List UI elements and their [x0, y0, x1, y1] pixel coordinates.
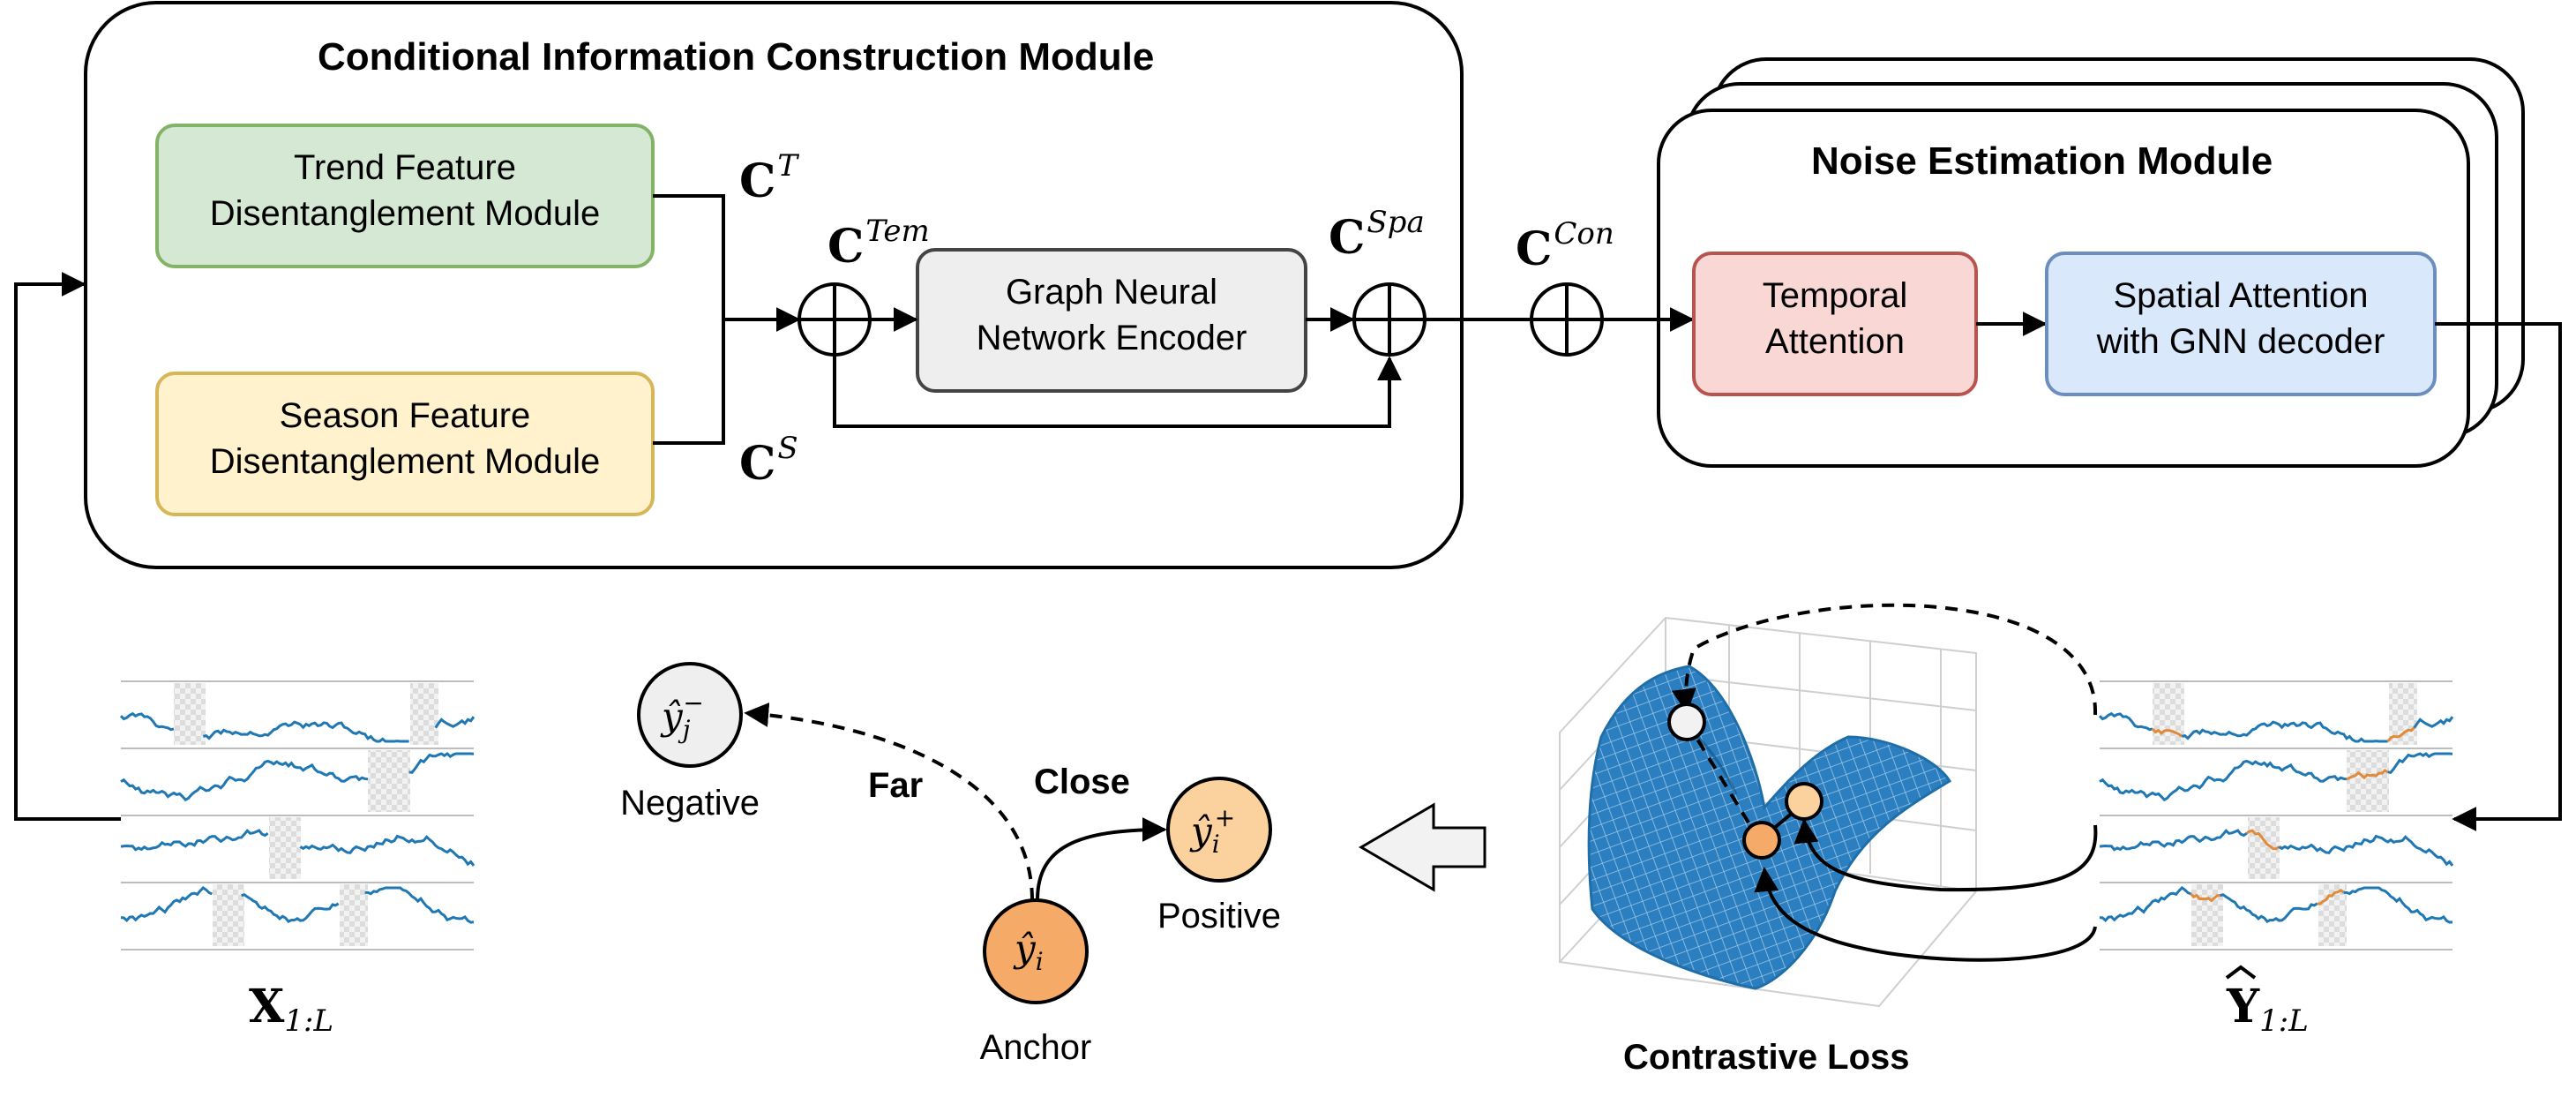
trend-line-2: Disentanglement Module [209, 194, 601, 233]
imputed-series-line [2151, 727, 2183, 738]
missing-segment [269, 817, 301, 879]
observed-series-line [2099, 829, 2248, 852]
sum-node-1 [798, 282, 872, 357]
season-line-2: Disentanglement Module [209, 442, 601, 481]
season-line-1: Season Feature [279, 396, 531, 435]
gnn-line-1: Graph Neural [1005, 273, 1218, 312]
far-label: Far [868, 766, 924, 805]
far-arrow [744, 703, 1034, 901]
season-module-label: Season Feature Disentanglement Module [157, 393, 653, 485]
skip-connection [833, 355, 1402, 428]
observed-series-line [434, 716, 476, 729]
trend-module-label: Trend Feature Disentanglement Module [157, 145, 653, 237]
observed-series-line [120, 759, 369, 802]
surface-dashed-link [1685, 720, 1760, 840]
ctem-label: CTem [827, 214, 930, 274]
spatial-attention-label: Spatial Attention with GNN decoder [2047, 273, 2435, 364]
contrastive-loss-label: Contrastive Loss [1623, 1038, 1910, 1077]
missing-segment [2191, 884, 2223, 946]
hollow-flow-arrow [1359, 802, 1486, 892]
ccon-label: CCon [1516, 216, 1614, 276]
missing-segment [2347, 750, 2389, 812]
temporal-line-1: Temporal [1762, 276, 1908, 315]
imputed-series-line [2317, 888, 2345, 905]
observed-series-line [2413, 716, 2454, 729]
close-arrow [1036, 817, 1167, 901]
missing-segment [213, 884, 244, 946]
surface-dashed-arrow [1671, 603, 2098, 716]
surface-node-white [1667, 703, 1706, 741]
input-feedback-arrow [14, 272, 121, 821]
output-series-label: Y1:L [2227, 980, 2309, 1039]
imputed-series-line [2245, 829, 2280, 851]
observed-series-line [120, 829, 269, 852]
trend-connector [653, 194, 725, 319]
cspa-label: CSpa [1329, 205, 1425, 265]
loss-surface-plot [1559, 616, 1977, 1008]
negative-label: Negative [620, 784, 760, 823]
observed-series-line [120, 886, 213, 922]
observed-series-line [2278, 834, 2454, 867]
noise-output-arrow [2435, 322, 2562, 831]
positive-node [1166, 777, 1272, 883]
season-connector [653, 319, 725, 445]
observed-series-line [408, 752, 475, 774]
negative-symbol: ŷj− [662, 688, 704, 744]
observed-series-line [2343, 886, 2453, 924]
positive-label: Positive [1157, 897, 1282, 935]
close-label: Close [1034, 763, 1130, 801]
input-series-label: X1:L [249, 980, 334, 1039]
observed-series-line [364, 886, 475, 924]
spatial-line-1: Spatial Attention [2113, 276, 2369, 315]
imputed-series-line [2346, 769, 2389, 781]
gnn-encoder-label: Graph Neural Network Encoder [917, 269, 1306, 361]
condition-module-title: Conditional Information Construction Mod… [318, 35, 1155, 79]
observed-series-line [2182, 720, 2388, 743]
positive-symbol: ŷi+ [1191, 803, 1236, 859]
missing-segment [340, 884, 368, 946]
observed-series-line [2099, 886, 2191, 922]
imputed-series-line [2190, 892, 2220, 903]
observed-series-line [119, 711, 175, 732]
observed-series-line [2220, 893, 2318, 923]
observed-series-line [2099, 759, 2348, 802]
observed-series-line [241, 893, 340, 923]
observed-series-line [299, 834, 476, 867]
missing-segment [174, 683, 206, 745]
temporal-line-2: Attention [1765, 322, 1905, 361]
observed-series-line [2387, 752, 2453, 774]
observed-series-line [2098, 711, 2153, 732]
observed-series-line [203, 720, 409, 743]
missing-segment [410, 683, 438, 745]
surface-solid-arrow-2 [1754, 867, 2097, 962]
temporal-attention-label: Temporal Attention [1694, 273, 1976, 364]
cs-label: CS [739, 431, 798, 491]
negative-node [637, 662, 743, 768]
anchor-label: Anchor [979, 1028, 1092, 1067]
anchor-symbol: ŷi [1015, 927, 1044, 976]
trend-line-1: Trend Feature [294, 148, 516, 187]
surface-node-light-orange [1785, 782, 1823, 821]
spatial-line-2: with GNN decoder [2096, 322, 2385, 361]
gnn-line-2: Network Encoder [976, 319, 1247, 357]
noise-module-title: Noise Estimation Module [1811, 139, 2273, 183]
sum-node-3 [1530, 282, 1604, 357]
surface-solid-arrow-1 [1793, 818, 2098, 892]
sum-node-2 [1352, 282, 1427, 357]
input-series-panel [119, 680, 476, 950]
missing-segment [368, 750, 410, 812]
surface-node-orange [1742, 821, 1781, 860]
ct-label: CT [739, 148, 798, 208]
output-series-panel [2098, 680, 2454, 950]
imputed-series-line [2386, 726, 2415, 742]
